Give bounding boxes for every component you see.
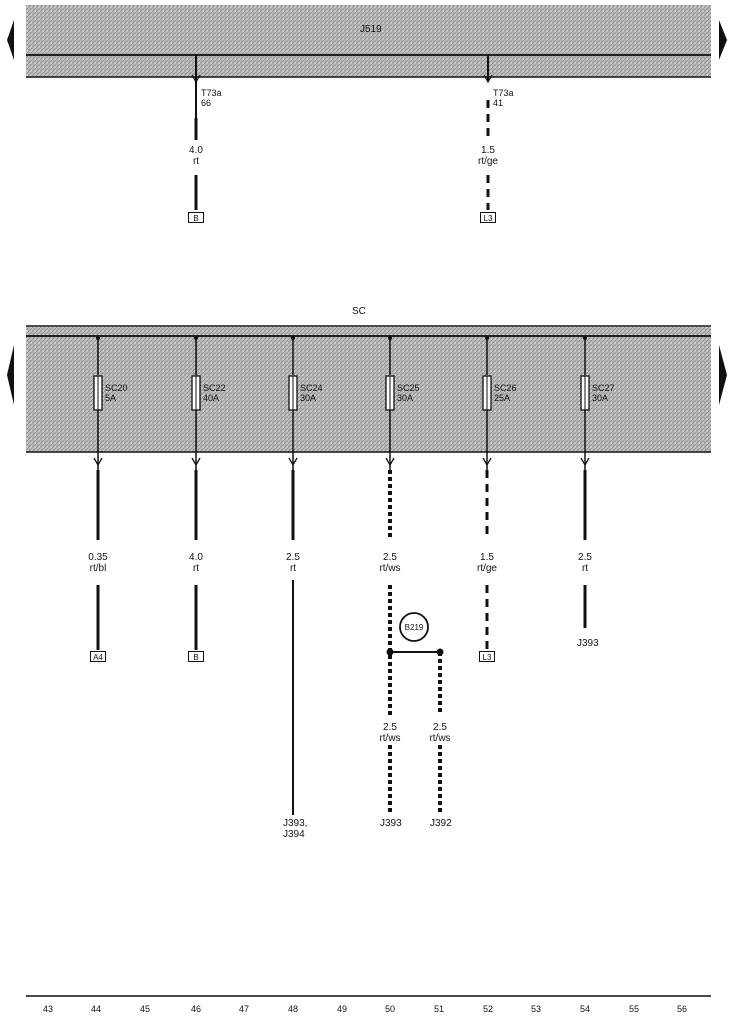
control-unit-label: J519 <box>360 24 382 35</box>
right-arrow-main <box>719 345 727 405</box>
fuse-carrier-panel <box>26 327 711 452</box>
ruler-label: 50 <box>384 1004 395 1014</box>
top-46-terminal: B <box>188 212 204 223</box>
right-arrow-top <box>719 20 727 60</box>
top-control-unit-panel <box>26 5 711 77</box>
ruler-label: 46 <box>190 1004 201 1014</box>
ruler-label: 53 <box>530 1004 541 1014</box>
ruler-label: 54 <box>579 1004 590 1014</box>
branch-left-destination: J393 <box>380 818 402 829</box>
ruler-label: 43 <box>42 1004 53 1014</box>
sc26-terminal: L3 <box>479 651 495 662</box>
top-52-terminal: L3 <box>480 212 496 223</box>
sc20-terminal: A4 <box>90 651 106 662</box>
branch-node-label: B219 <box>404 623 424 632</box>
ruler-label: 49 <box>336 1004 347 1014</box>
sc24-destination: J393,J394 <box>283 818 308 840</box>
left-arrow-top <box>7 20 14 60</box>
ruler-label: 48 <box>287 1004 298 1014</box>
ruler-label: 45 <box>139 1004 150 1014</box>
sc27-destination: J393 <box>577 638 599 649</box>
ruler-label: 51 <box>433 1004 444 1014</box>
ruler-label: 44 <box>90 1004 101 1014</box>
fuse-carrier-label: SC <box>352 306 366 317</box>
ruler-label: 56 <box>676 1004 687 1014</box>
ruler-label: 52 <box>482 1004 493 1014</box>
ruler-label: 55 <box>628 1004 639 1014</box>
left-arrow-main <box>7 345 14 405</box>
ruler-label: 47 <box>238 1004 249 1014</box>
fuse-wires <box>93 336 590 815</box>
sc22-terminal: B <box>188 651 204 662</box>
branch-right-destination: J392 <box>430 818 452 829</box>
